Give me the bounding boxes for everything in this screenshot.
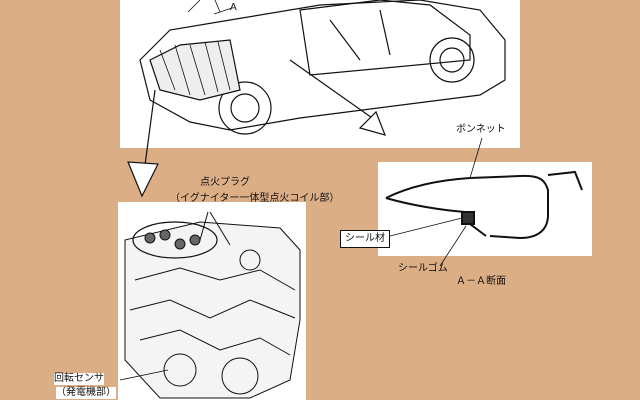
spark-plug-sublabel: （イグナイター一体型点火コイル部） [170, 193, 340, 204]
spark-plug-label: 点火プラグ [200, 177, 250, 188]
seal-material-label: シール材 [340, 230, 390, 248]
bonnet-label: ボンネット [456, 124, 506, 135]
engine-drawing [124, 211, 301, 399]
bonnet-leader [381, 137, 483, 267]
section-caption: Ａ－Ａ断面 [456, 276, 506, 287]
car-drawing [139, 0, 506, 135]
bonnet-cross-section [385, 170, 583, 240]
rotation-sensor-sublabel: （発電機部） [56, 387, 116, 399]
car-to-engine-arrow [127, 89, 159, 198]
rotation-sensor-leader [119, 369, 169, 381]
rotation-sensor-label: 回転センサ [54, 373, 104, 385]
section-marker-a: A [230, 2, 237, 13]
seal-rubber-label: シールゴム [398, 263, 448, 274]
car-to-section-arrow [289, 59, 386, 136]
